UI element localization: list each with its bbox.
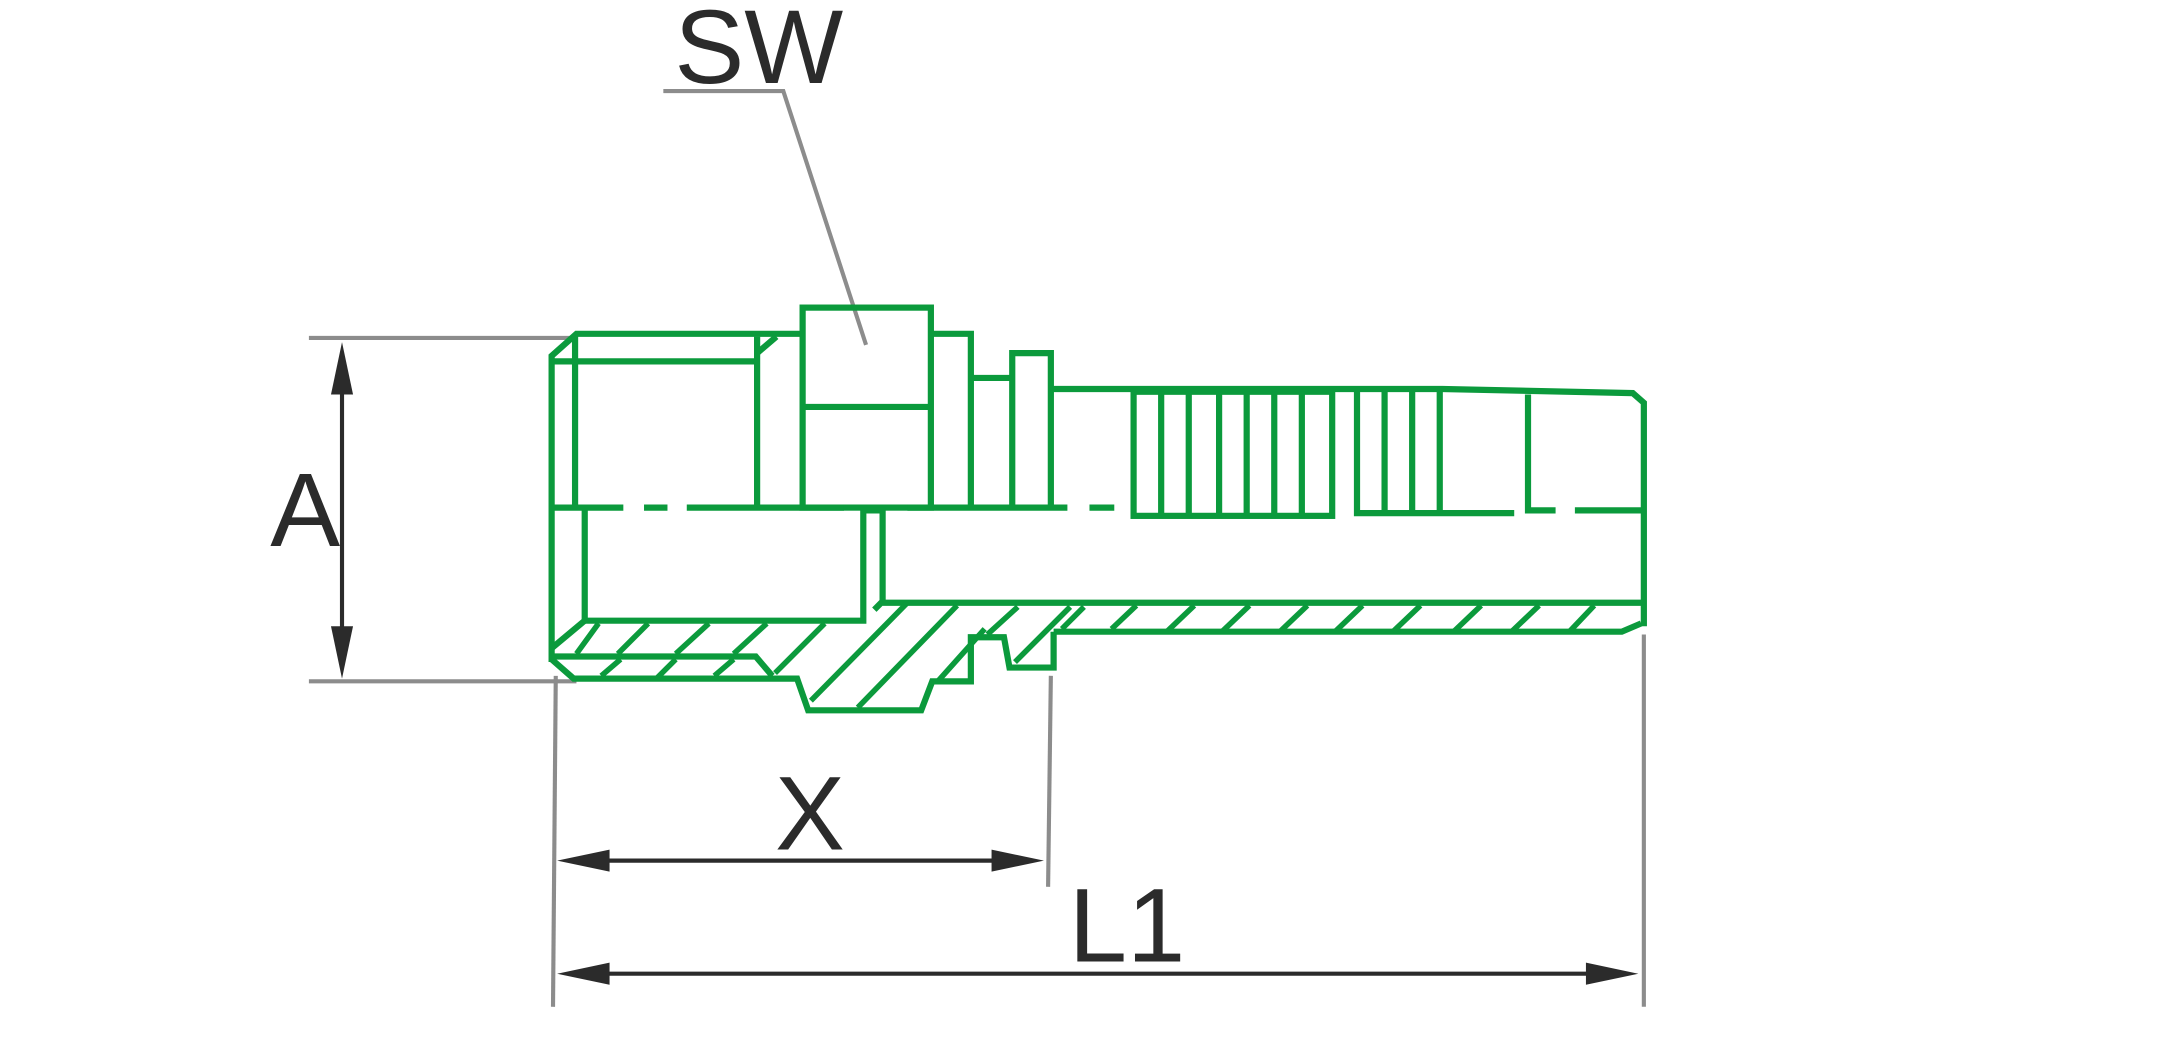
extension-lines <box>308 89 1646 1007</box>
outer-bottom <box>549 631 1057 714</box>
sw-leader-line <box>663 89 869 346</box>
arrow-x-left <box>557 849 610 872</box>
barb-group-2 <box>1353 391 1515 517</box>
section-hatching <box>574 600 1597 710</box>
label-l1: L1 <box>1069 867 1186 984</box>
arrow-x-right <box>991 849 1044 872</box>
barb-last <box>1524 394 1556 514</box>
label-x: X <box>775 756 845 873</box>
label-a: A <box>270 452 340 569</box>
thread-root <box>551 653 775 678</box>
collar-3 <box>1009 350 1054 508</box>
collar-1 <box>930 330 974 508</box>
arrow-a-down <box>330 626 354 679</box>
dimension-lines <box>330 342 1639 985</box>
thread-end-chamfer-lower <box>549 618 587 651</box>
bore-bottom-line <box>1053 620 1643 635</box>
center-line <box>551 504 1642 514</box>
arrow-l1-left <box>557 962 610 985</box>
fitting-outline <box>548 304 1647 714</box>
extension-line-left <box>550 675 558 1007</box>
thread-end-top-chamfer <box>548 330 803 663</box>
label-sw: SW <box>674 0 843 106</box>
bore-left <box>581 507 886 624</box>
extension-line-x-right <box>1046 675 1053 887</box>
thread-end-inner-top-chamfer <box>755 334 779 356</box>
arrow-l1-right <box>1585 962 1639 985</box>
barb-group-1 <box>1130 388 1336 519</box>
arrow-a-up <box>330 342 354 395</box>
